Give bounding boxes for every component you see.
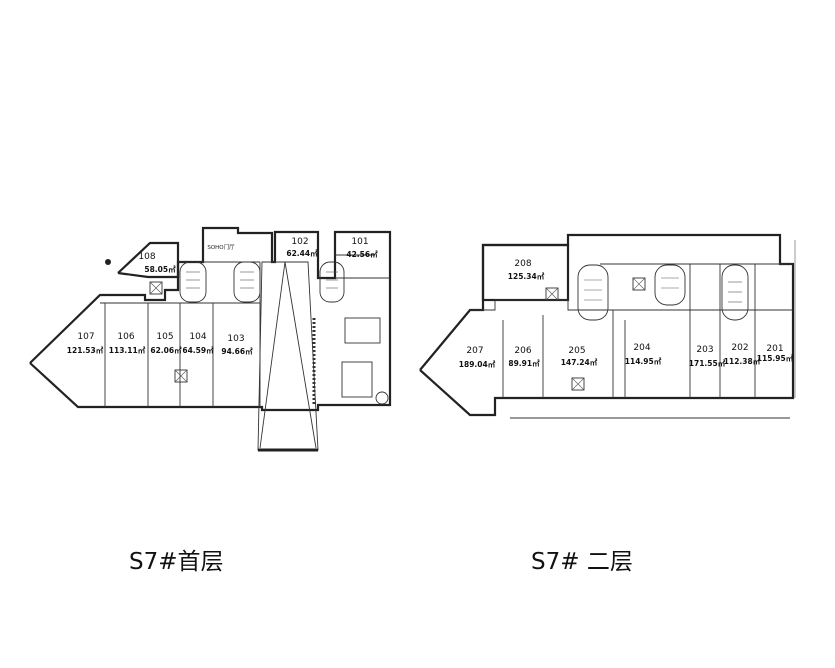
unit-101-number: 101: [351, 237, 368, 247]
unit-108-number: 108: [138, 252, 155, 262]
second-floor-plan: 208 125.34㎡ 207 189.04㎡ 206 89.91㎡ 205 1…: [419, 233, 796, 419]
unit-207-area: 189.04㎡: [459, 359, 496, 369]
unit-104-number: 104: [189, 332, 206, 342]
unit-204-area: 114.95㎡: [625, 356, 662, 366]
first-ramp: [257, 261, 319, 451]
unit-103-number: 103: [227, 334, 244, 344]
second-elevator-3: [632, 277, 646, 291]
first-elevator-2: [174, 369, 188, 383]
soho-hall-label: SOHO门厅: [207, 243, 235, 251]
unit-104-area: 64.59㎡: [182, 345, 214, 355]
unit-102-number: 102: [291, 237, 308, 247]
unit-105-number: 105: [156, 332, 173, 342]
unit-108-outline: [117, 241, 180, 279]
unit-106-area: 113.11㎡: [109, 345, 146, 355]
second-stair-3: [721, 264, 749, 321]
second-elevator-1: [545, 287, 559, 301]
unit-208-number: 208: [514, 259, 531, 269]
first-office: [344, 317, 381, 344]
second-stair-2: [654, 264, 686, 306]
unit-107-number: 107: [77, 332, 94, 342]
first-stair-3: [319, 261, 345, 303]
first-toilet: [341, 361, 373, 398]
unit-205-area: 147.24㎡: [561, 357, 598, 367]
first-stair-2: [233, 261, 261, 303]
unit-206-area: 89.91㎡: [508, 358, 540, 368]
first-stair-1: [179, 261, 207, 303]
unit-108-area: 58.05㎡: [144, 264, 176, 274]
unit-203-number: 203: [696, 345, 713, 355]
unit-202-number: 202: [731, 343, 748, 353]
unit-106-number: 106: [117, 332, 134, 342]
first-floor-plan: 108 58.05㎡ 102 62.44㎡ 101 42.56㎡ 107 121…: [29, 226, 392, 452]
unit-102-area: 62.44㎡: [286, 248, 318, 258]
unit-207-number: 207: [466, 346, 483, 356]
unit-105-area: 62.06㎡: [150, 345, 182, 355]
unit-204-number: 204: [633, 343, 650, 353]
unit-101-area: 42.56㎡: [346, 249, 378, 259]
unit-206-number: 206: [514, 346, 531, 356]
second-elevator-2: [571, 377, 585, 391]
first-elevator-1: [149, 281, 163, 295]
unit-201-area: 115.95㎡: [757, 353, 794, 363]
second-stair-1: [577, 264, 609, 321]
second-shop-row: [470, 299, 793, 311]
unit-202-area: 112.38㎡: [724, 356, 761, 366]
first-floor-title: S7#首层: [129, 549, 224, 575]
unit-205-number: 205: [568, 346, 585, 356]
unit-208-area: 125.34㎡: [508, 271, 545, 281]
unit-203-area: 171.55㎡: [689, 358, 726, 368]
second-floor-outline: [419, 233, 795, 417]
unit-201-number: 201: [766, 344, 783, 354]
marker-dot: [105, 259, 111, 265]
unit-107-area: 121.53㎡: [67, 345, 104, 355]
second-floor-title: S7# 二层: [531, 549, 633, 575]
unit-103-area: 94.66㎡: [221, 346, 253, 356]
